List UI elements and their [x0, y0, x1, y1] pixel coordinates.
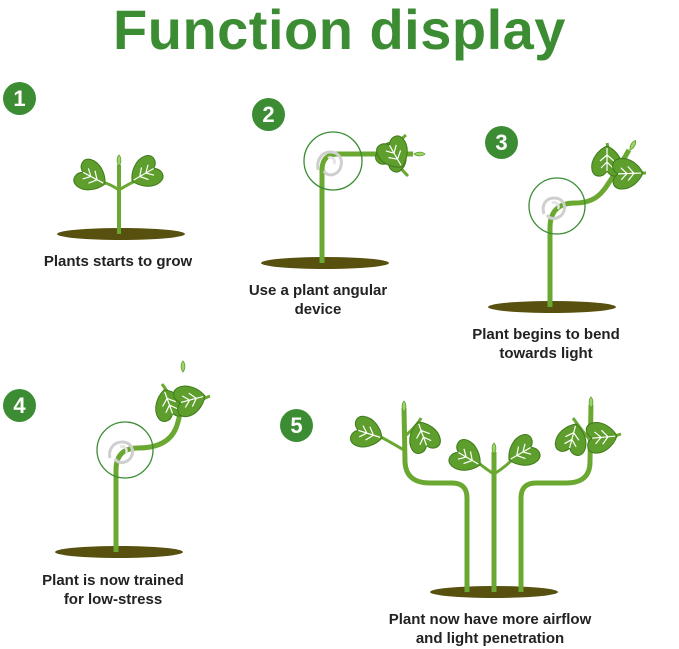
bud-icon — [588, 396, 594, 409]
step-5-plant — [348, 396, 622, 598]
step-2-caption-line1: Use a plant angular — [248, 282, 388, 299]
bud-icon — [180, 360, 186, 373]
leaf-icon — [611, 157, 645, 190]
step-3-badge: 3 — [485, 126, 518, 159]
bud-icon — [401, 400, 407, 413]
step-3-caption-line2: towards light — [499, 345, 593, 362]
step-5-caption-line1: Plant now have more airflow — [388, 611, 592, 628]
step-5-caption-line2: and light penetration — [415, 630, 565, 647]
step-4-caption-line1: Plant is now trained — [42, 572, 184, 589]
bud-icon — [491, 442, 497, 455]
leaf-icon — [70, 155, 113, 199]
step-2-caption-line2: device — [294, 301, 342, 318]
step-3-caption-line1: Plant begins to bend — [472, 326, 620, 343]
angular-device-ring — [528, 177, 586, 235]
angular-device-ring — [303, 131, 363, 191]
step-1-plant — [57, 152, 185, 240]
step-4-plant — [55, 360, 211, 558]
step-2-plant — [261, 131, 426, 269]
leaf-icon — [500, 431, 544, 474]
leaf-icon — [123, 152, 167, 195]
step-1-caption: Plants starts to grow — [18, 252, 218, 271]
leaf-icon — [403, 416, 444, 457]
step-5-badge: 5 — [280, 409, 313, 442]
step-4-caption: Plant is now trained for low-stress — [13, 571, 213, 609]
leaf-icon — [445, 436, 489, 479]
step-2-caption: Use a plant angular device — [218, 281, 418, 319]
step-4-badge: 4 — [3, 389, 36, 422]
bud-icon — [413, 151, 426, 157]
step-1-badge: 1 — [3, 82, 36, 115]
angular-device-clip-icon — [108, 440, 134, 464]
leaf-icon — [585, 420, 619, 455]
leaf-icon — [552, 419, 592, 458]
step-2-badge: 2 — [252, 98, 285, 131]
page-title: Function display — [113, 0, 566, 61]
angular-device-clip-icon — [541, 196, 566, 220]
step-5-caption: Plant now have more airflow and light pe… — [360, 610, 620, 648]
leaf-icon — [348, 413, 388, 454]
step-3-caption: Plant begins to bend towards light — [446, 325, 646, 363]
step-1-caption-line1: Plants starts to grow — [43, 253, 193, 270]
soil-patch — [55, 546, 183, 558]
angular-device-ring — [96, 421, 154, 479]
bud-icon — [627, 139, 638, 152]
step-3-plant — [488, 139, 647, 313]
angular-device-clip-icon — [316, 150, 343, 177]
soil-patch — [261, 257, 389, 269]
bud-icon — [116, 154, 122, 167]
step-4-caption-line2: for low-stress — [63, 591, 163, 608]
